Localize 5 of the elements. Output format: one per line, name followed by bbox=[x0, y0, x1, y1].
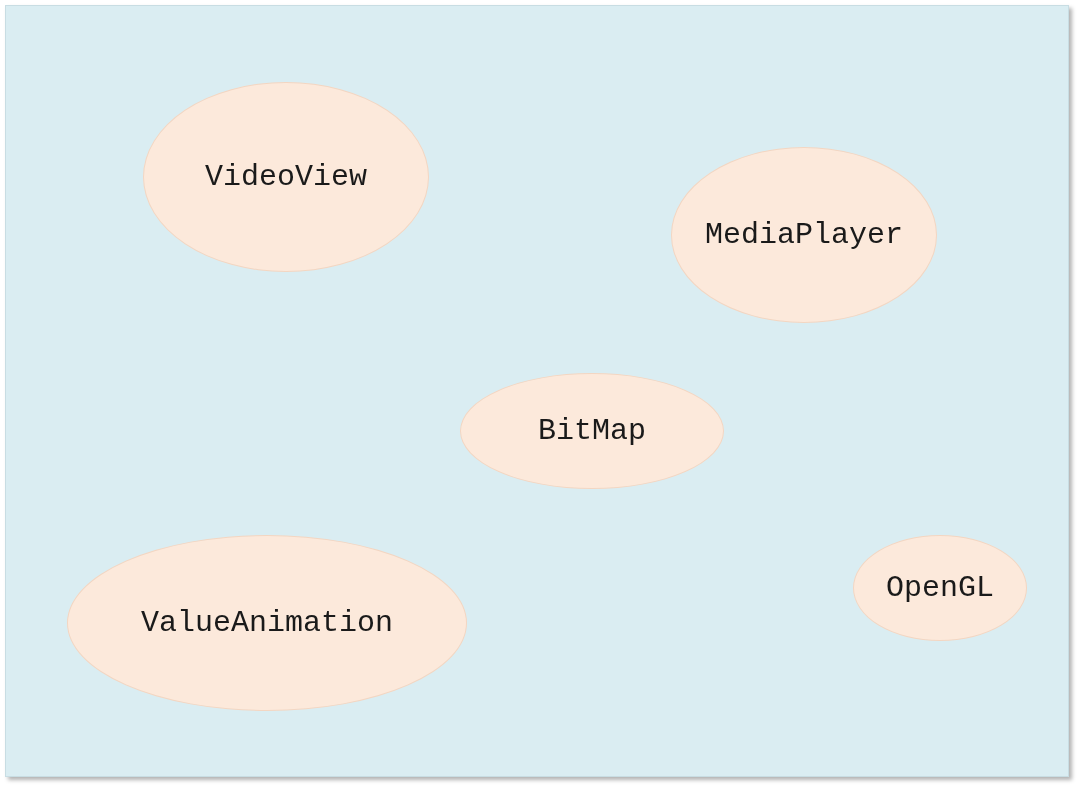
node-label: MediaPlayer bbox=[704, 216, 903, 254]
node-label: OpenGL bbox=[886, 569, 994, 607]
node-label: ValueAnimation bbox=[140, 604, 393, 642]
node-label: BitMap bbox=[538, 412, 646, 450]
node-label: VideoView bbox=[205, 158, 367, 196]
